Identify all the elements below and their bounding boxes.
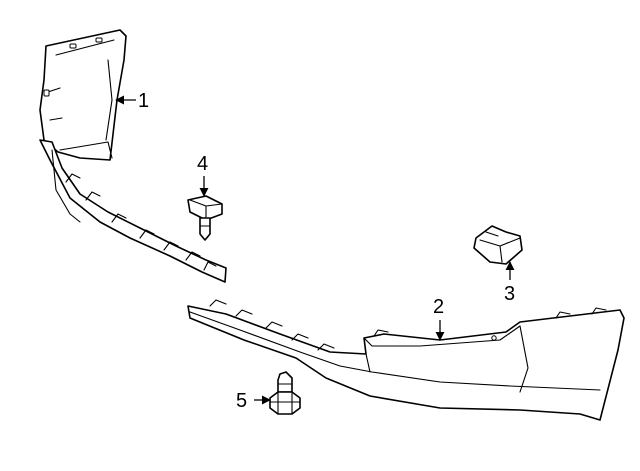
callout-4: 4 bbox=[197, 153, 209, 197]
part-1-deflector bbox=[39, 29, 127, 161]
callout-3: 3 bbox=[504, 261, 515, 305]
callout-4-label: 4 bbox=[197, 153, 208, 175]
callout-5: 5 bbox=[236, 390, 271, 412]
callout-5-label: 5 bbox=[236, 390, 247, 412]
callout-2: 2 bbox=[433, 296, 445, 341]
upper-valance-strip bbox=[39, 139, 227, 283]
callout-1: 1 bbox=[115, 90, 149, 112]
callout-2-label: 2 bbox=[433, 296, 444, 318]
part-2-lower-valance bbox=[187, 299, 625, 421]
part-5-bolt bbox=[269, 371, 301, 415]
part-3-clip bbox=[473, 225, 523, 265]
part-4-push-retainer bbox=[187, 195, 223, 241]
callout-3-label: 3 bbox=[504, 283, 515, 305]
callout-1-label: 1 bbox=[138, 90, 149, 112]
